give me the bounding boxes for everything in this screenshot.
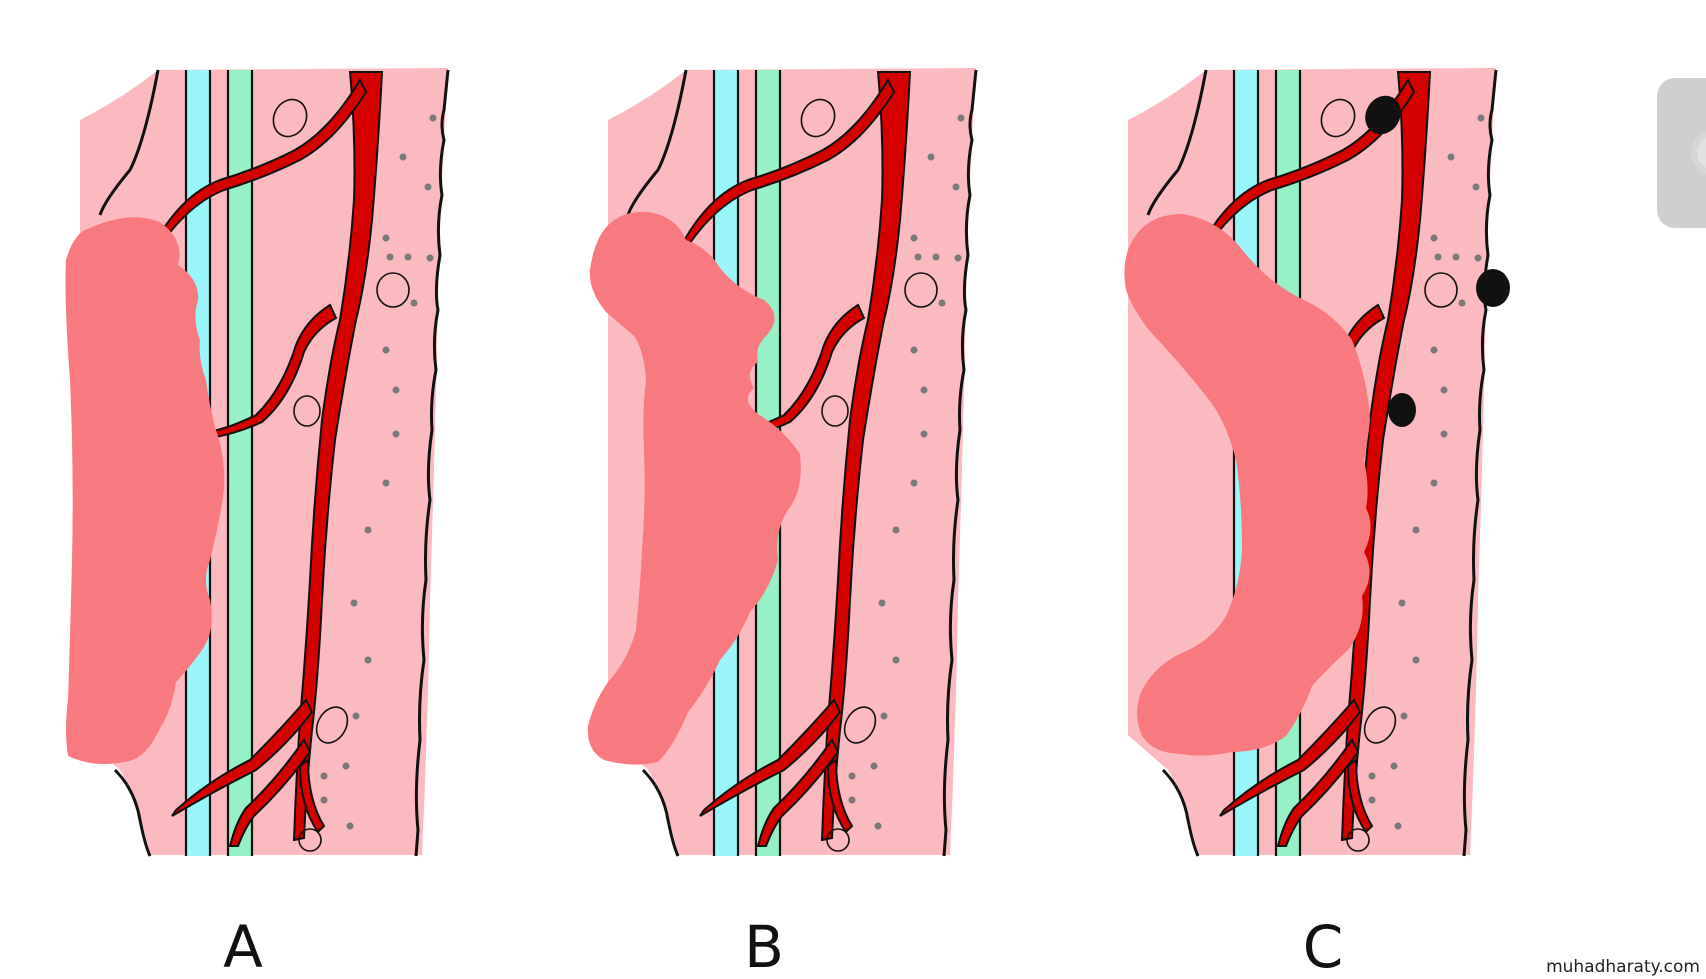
panel-label-c: C (1303, 913, 1344, 979)
panel-c: C (1124, 66, 1510, 979)
panel-label-b: B (744, 913, 784, 979)
tumor-mass-c (1124, 214, 1371, 756)
black-nodule (1365, 95, 1401, 135)
panel-b: B (587, 66, 978, 979)
black-nodule (1388, 393, 1416, 427)
panel-a: A (65, 66, 450, 979)
tumor-mass-a (65, 217, 225, 764)
watermark-text: muhadharaty.com (1546, 957, 1700, 977)
tumor-mass-b (587, 211, 801, 765)
black-nodule (1476, 269, 1510, 307)
round-button-icon (1691, 130, 1706, 176)
panel-label-a: A (223, 913, 263, 979)
side-round-button[interactable] (1657, 78, 1706, 228)
